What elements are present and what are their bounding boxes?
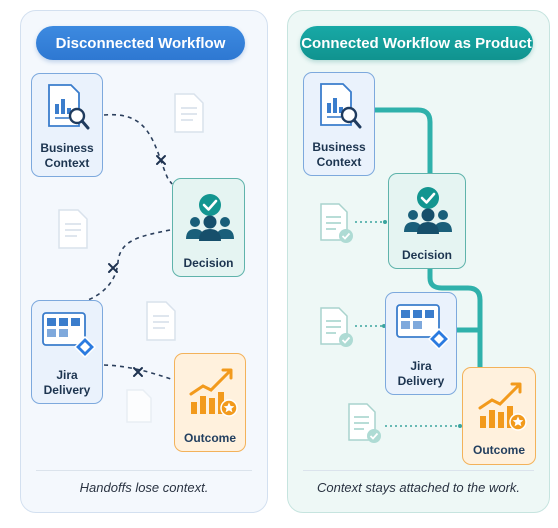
team-check-icon: [186, 194, 234, 241]
pipeline-path: [427, 265, 483, 371]
document-icon: [58, 209, 88, 249]
document-icon: [146, 301, 176, 341]
outcome-label: Outcome: [472, 443, 525, 457]
growth-chart-star-icon: [478, 382, 527, 431]
report-magnifier-icon: [48, 84, 90, 130]
outcome-node: Outcome: [462, 367, 536, 465]
document-icon: [174, 93, 204, 133]
team-check-icon: [404, 187, 452, 234]
disconnected-workflow-title: Disconnected Workflow: [36, 26, 245, 60]
handoff-path-context-decision: [103, 113, 173, 185]
kanban-board-icon: [42, 312, 97, 359]
handoff-path-jira-outcome: [103, 364, 175, 381]
pipeline-path: [372, 107, 433, 178]
decision-node: Decision: [172, 178, 245, 277]
handoff-path-decision-jira: [87, 229, 171, 301]
decision-label: Decision: [183, 256, 234, 270]
document-icon: [126, 389, 152, 423]
decision-label: Decision: [401, 248, 452, 262]
caption-divider: [303, 470, 534, 471]
caption-divider: [36, 470, 252, 471]
disconnected-caption: Handoffs lose context.: [79, 480, 209, 495]
connected-workflow-title: Connected Workflow as Product: [300, 26, 533, 60]
outcome-label: Outcome: [183, 431, 236, 445]
x-mark-icon: [156, 155, 166, 165]
growth-chart-star-icon: [189, 368, 238, 417]
x-mark-icon: [133, 367, 143, 377]
document-check-icon: [320, 307, 353, 347]
document-check-icon: [348, 403, 381, 443]
decision-node: Decision: [388, 173, 466, 269]
connected-caption: Context stays attached to the work.: [316, 480, 521, 495]
outcome-node: Outcome: [174, 353, 246, 452]
kanban-board-icon: [396, 304, 451, 351]
document-check-icon: [320, 203, 353, 243]
x-mark-icon: [108, 263, 118, 273]
report-magnifier-icon: [320, 83, 362, 129]
